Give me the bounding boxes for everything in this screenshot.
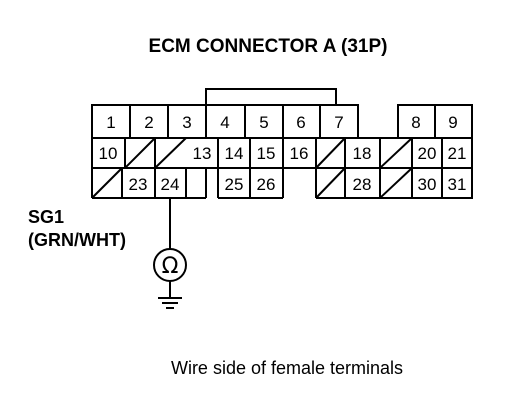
terminal-21: 21 xyxy=(448,144,467,163)
terminal-30: 30 xyxy=(418,175,437,194)
terminal-23: 23 xyxy=(129,175,148,194)
terminal-1: 1 xyxy=(106,113,115,132)
terminal-16: 16 xyxy=(290,144,309,163)
terminal-7: 7 xyxy=(334,113,343,132)
ohmmeter-icon: Ω xyxy=(153,248,187,282)
terminal-26: 26 xyxy=(257,175,276,194)
terminal-5: 5 xyxy=(259,113,268,132)
terminal-9: 9 xyxy=(448,113,457,132)
ohm-symbol: Ω xyxy=(162,254,179,279)
signal-wire-color: (GRN/WHT) xyxy=(28,230,126,250)
ground-icon xyxy=(158,281,182,309)
terminal-25: 25 xyxy=(225,175,244,194)
unused-cavity-marks xyxy=(91,137,413,199)
terminal-4: 4 xyxy=(220,113,229,132)
connector-grid xyxy=(92,105,472,198)
terminal-20: 20 xyxy=(418,144,437,163)
connector-lock-tab xyxy=(205,88,337,105)
terminal-6: 6 xyxy=(296,113,305,132)
diagram-caption: Wire side of female terminals xyxy=(171,358,403,378)
terminal-24: 24 xyxy=(161,175,180,194)
terminal-13: 13 xyxy=(193,144,212,163)
terminal-8: 8 xyxy=(411,113,420,132)
terminal-31: 31 xyxy=(448,175,467,194)
terminal-15: 15 xyxy=(257,144,276,163)
terminal-28: 28 xyxy=(353,175,372,194)
terminal-3: 3 xyxy=(182,113,191,132)
signal-name: SG1 xyxy=(28,207,64,227)
terminal-18: 18 xyxy=(353,144,372,163)
terminal-2: 2 xyxy=(144,113,153,132)
diagram-title: ECM CONNECTOR A (31P) xyxy=(149,36,388,57)
terminal-14: 14 xyxy=(225,144,244,163)
terminal-10: 10 xyxy=(99,144,118,163)
